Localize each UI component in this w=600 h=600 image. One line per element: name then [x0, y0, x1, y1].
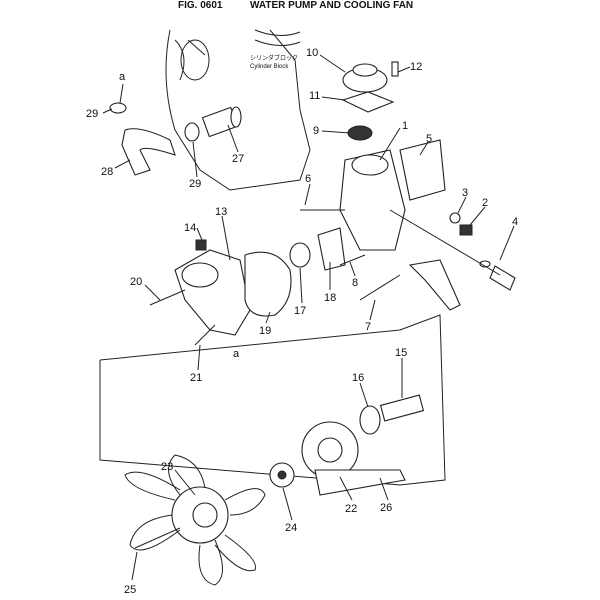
callout-19: 19 [259, 325, 271, 337]
water-pump [149, 227, 461, 346]
callout-13: 13 [215, 206, 227, 218]
cylinder-block: シリンダブロック Cylinder Block [165, 29, 311, 191]
callout-27: 27 [232, 153, 244, 165]
callout-5: 5 [426, 133, 432, 145]
callout-15: 15 [395, 347, 407, 359]
callout-29-upper: 29 [86, 108, 98, 120]
thermostat-housing [300, 61, 516, 291]
cylinder-block-label-jp: シリンダブロック [250, 54, 298, 62]
figure-title: WATER PUMP AND COOLING FAN [250, 0, 413, 11]
callout-9: 9 [313, 125, 319, 137]
callout-labels: 1 2 3 4 5 6 7 8 9 10 11 12 13 14 15 16 1… [86, 47, 518, 596]
callout-7: 7 [365, 321, 371, 333]
callout-4: 4 [512, 216, 518, 228]
callout-a-lower: a [233, 348, 240, 360]
callout-16: 16 [352, 372, 364, 384]
callout-12: 12 [410, 61, 422, 73]
callout-21: 21 [190, 372, 202, 384]
callout-14: 14 [184, 222, 196, 234]
cooling-fan [124, 454, 266, 586]
callout-18: 18 [324, 292, 336, 304]
callout-8: 8 [352, 277, 358, 289]
figure-number: FIG. 0601 [178, 0, 223, 11]
callout-1: 1 [402, 120, 408, 132]
callout-17: 17 [294, 305, 306, 317]
cylinder-block-label-en: Cylinder Block [250, 64, 289, 70]
callout-a-upper: a [119, 71, 126, 83]
callout-6: 6 [305, 173, 311, 185]
callout-23: 23 [161, 461, 173, 473]
callout-22: 22 [345, 503, 357, 515]
callout-28: 28 [101, 166, 113, 178]
fan-drive-assembly [99, 314, 446, 496]
callout-26: 26 [380, 502, 392, 514]
callout-3: 3 [462, 187, 468, 199]
callout-2: 2 [482, 197, 488, 209]
callout-24: 24 [285, 522, 297, 534]
water-hose-assembly [109, 102, 242, 176]
callout-10: 10 [306, 47, 318, 59]
callout-29-lower: 29 [189, 178, 201, 190]
callout-25: 25 [124, 584, 136, 596]
callout-20: 20 [130, 276, 142, 288]
leader-lines [102, 54, 515, 581]
callout-11: 11 [309, 90, 320, 102]
